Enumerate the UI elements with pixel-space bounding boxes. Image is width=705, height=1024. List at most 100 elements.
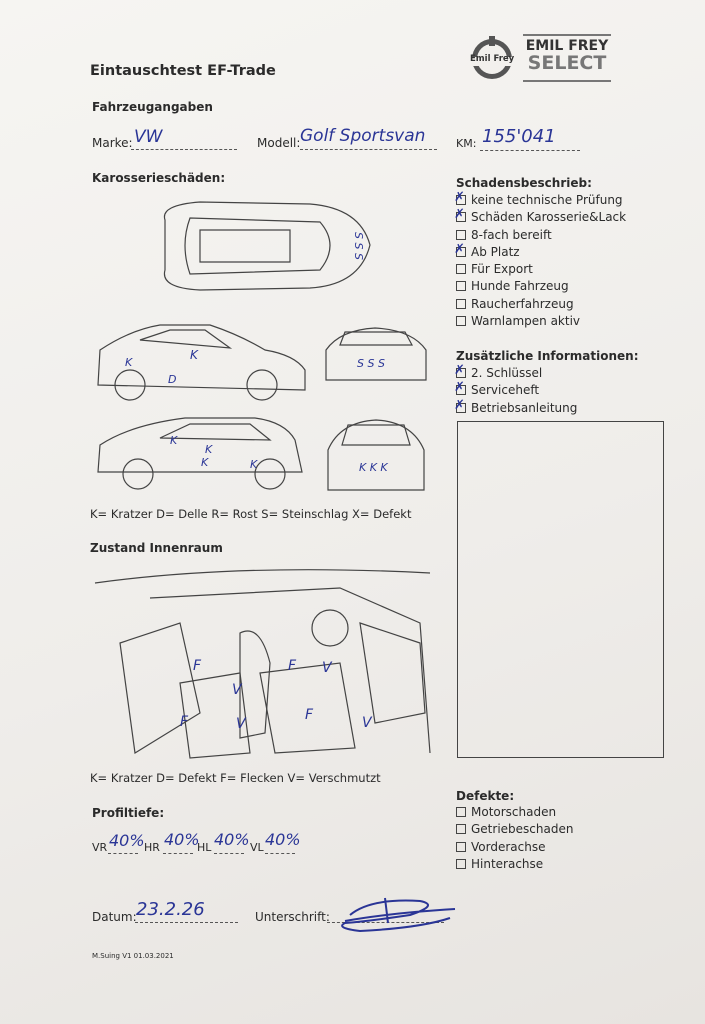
checkbox-icon[interactable]: [454, 362, 466, 379]
notes-box[interactable]: [457, 421, 664, 758]
signature-drawing: [341, 897, 456, 933]
tread-hl-label: HL: [197, 841, 212, 854]
checkbox-icon[interactable]: [454, 206, 466, 224]
checkbox-label: Motorschaden: [471, 805, 557, 819]
checkbox-label: Schäden Karosserie&Lack: [471, 210, 627, 225]
checkbox-icon[interactable]: [456, 316, 466, 327]
car-side-view-right: [97, 417, 303, 490]
emil-frey-emblem: Emil Frey: [468, 33, 516, 81]
checkbox-front-axle[interactable]: Vorderachse: [456, 839, 573, 856]
model-field[interactable]: Golf Sportsvan: [300, 126, 437, 150]
km-field[interactable]: 155'041: [480, 126, 580, 151]
footer-version: M.Suing V1 01.03.2021: [92, 952, 174, 960]
interior-mark: F: [180, 714, 189, 730]
checkbox-label: Warnlampen aktiv: [471, 314, 581, 329]
signature-field[interactable]: [327, 908, 444, 923]
tread-vl-field[interactable]: 40%: [265, 830, 301, 854]
tread-hr-field[interactable]: 40%: [163, 830, 200, 854]
interior-mark: V: [232, 682, 242, 698]
tread-vl-value: 40%: [265, 830, 301, 849]
damage-description: Schadensbeschrieb: keine technische Prüf…: [454, 175, 627, 330]
checkbox-label: Hunde Fahrzeug: [471, 279, 569, 294]
checkbox-gearbox-damage[interactable]: Getriebeschaden: [456, 821, 573, 838]
date-label: Datum:: [92, 910, 137, 924]
checkbox-second-key[interactable]: 2. Schlüssel: [454, 362, 639, 382]
checkbox-icon[interactable]: [456, 824, 466, 835]
mark-side2-k2: K: [205, 443, 213, 456]
logo-wordmark: EMIL FREY SELECT: [523, 34, 611, 82]
checkbox-dog-vehicle[interactable]: Hunde Fahrzeug: [456, 278, 626, 295]
tread-hr-value: 40%: [164, 830, 200, 849]
checkbox-export[interactable]: Für Export: [456, 261, 626, 278]
mark-side2-k4: K: [250, 458, 258, 471]
checkbox-engine-damage[interactable]: Motorschaden: [456, 804, 573, 821]
form-title: Eintauschtest EF-Trade: [90, 63, 276, 79]
km-label: KM:: [456, 137, 477, 150]
checkbox-manual[interactable]: Betriebsanleitung: [454, 397, 639, 417]
checkbox-icon[interactable]: [456, 807, 466, 817]
mark-side1-d: D: [168, 373, 177, 386]
tread-vr-label: VR: [92, 841, 108, 854]
car-top-view: [163, 201, 371, 291]
tread-heading: Profiltiefe:: [92, 806, 165, 820]
logo-line1: EMIL FREY: [525, 38, 609, 54]
body-damage-legend: K= Kratzer D= Delle R= Rost S= Steinschl…: [90, 507, 412, 521]
interior-mark: F: [288, 658, 297, 674]
logo-line2: SELECT: [527, 52, 607, 74]
brand-field[interactable]: VW: [131, 127, 237, 150]
checkbox-label: keine technische Prüfung: [471, 193, 623, 207]
checkbox-icon[interactable]: [456, 298, 466, 309]
checkbox-icon[interactable]: [456, 281, 466, 292]
tread-hl-field[interactable]: 40%: [214, 830, 250, 854]
defects-heading: Defekte:: [456, 789, 515, 803]
mark-top-view: S S S: [352, 232, 365, 260]
interior-diagram: [94, 569, 431, 759]
vehicle-heading: Fahrzeugangaben: [92, 100, 213, 114]
checkbox-icon[interactable]: [454, 397, 466, 414]
model-label: Modell:: [257, 136, 301, 150]
tread-vl-label: VL: [250, 841, 264, 854]
interior-mark: V: [236, 716, 246, 732]
checkbox-label: 8-fach bereift: [471, 227, 552, 242]
tread-vr-field[interactable]: 40%: [108, 831, 145, 854]
brand-value: VW: [134, 127, 163, 147]
car-side-view-left: [97, 324, 306, 401]
additional-info-heading: Zusätzliche Informationen:: [456, 349, 639, 363]
checkbox-icon[interactable]: [456, 264, 466, 275]
checkbox-label: 2. Schlüssel: [471, 366, 543, 380]
date-field[interactable]: 23.2.26: [135, 899, 238, 923]
checkbox-icon[interactable]: [454, 189, 466, 206]
signature-label: Unterschrift:: [255, 910, 330, 924]
checkbox-label: Getriebeschaden: [471, 822, 574, 837]
checkbox-label: Für Export: [471, 262, 533, 277]
checkbox-body-paint-damage[interactable]: Schäden Karosserie&Lack: [454, 206, 627, 226]
checkbox-label: Vorderachse: [471, 839, 546, 854]
checkbox-rear-axle[interactable]: Hinterachse: [456, 856, 573, 873]
checkbox-icon[interactable]: [454, 379, 466, 397]
checkbox-ab-platz[interactable]: Ab Platz: [454, 241, 626, 261]
checkbox-icon[interactable]: [456, 858, 466, 869]
checkbox-icon[interactable]: [454, 241, 466, 258]
model-value: Golf Sportsvan: [300, 126, 426, 146]
checkbox-smoker[interactable]: Raucherfahrzeug: [456, 296, 626, 313]
checkbox-icon[interactable]: [456, 841, 466, 852]
checkbox-service-book[interactable]: Serviceheft: [454, 379, 639, 399]
interior-mark: F: [193, 658, 202, 674]
checkbox-label: Betriebsanleitung: [471, 400, 578, 415]
emblem-text: Emil Frey: [470, 54, 515, 64]
car-front-view: [325, 327, 427, 381]
mark-front: S S S: [357, 357, 385, 370]
checkbox-8-tires[interactable]: 8-fach bereift: [456, 227, 626, 244]
checkbox-icon[interactable]: [456, 229, 466, 240]
mark-side2-k3: K: [201, 456, 209, 469]
car-rear-view: [327, 419, 425, 491]
checkbox-no-technical-test[interactable]: keine technische Prüfung: [454, 189, 626, 209]
mark-side1-k2: K: [190, 348, 198, 362]
mark-rear: K K K: [359, 461, 388, 474]
checkbox-warning-lights[interactable]: Warnlampen aktiv: [456, 313, 626, 330]
tread-hr-label: HR: [144, 841, 160, 854]
interior-legend: K= Kratzer D= Defekt F= Flecken V= Versc…: [90, 771, 381, 785]
km-value: 155'041: [482, 126, 556, 147]
mark-side2-k1: K: [170, 434, 178, 447]
